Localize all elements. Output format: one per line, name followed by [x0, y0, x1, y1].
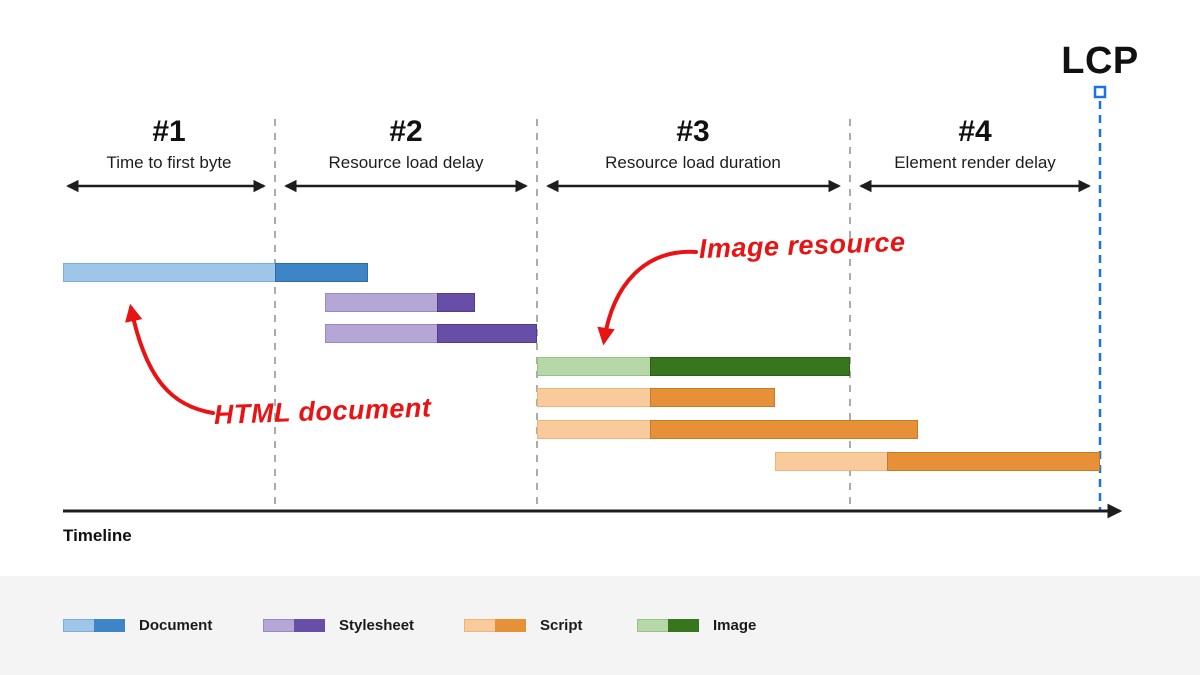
legend-swatch-stylesheet-dark — [294, 619, 325, 632]
bar-script-row6-dark-segment — [650, 420, 918, 439]
legend-item-stylesheet: Stylesheet — [263, 617, 414, 634]
phase-4-number: #4 — [958, 115, 992, 148]
legend-label-image: Image — [713, 617, 757, 634]
legend-swatch-script-dark — [495, 619, 526, 632]
timeline-label: Timeline — [63, 526, 132, 545]
legend-label-stylesheet: Stylesheet — [339, 617, 415, 634]
phase-1-number: #1 — [152, 115, 186, 148]
legend-swatch-document — [63, 619, 125, 632]
bar-image-row4-dark-segment — [650, 357, 850, 376]
legend-swatch-image-dark — [668, 619, 699, 632]
bar-script-row5-dark-segment — [650, 388, 775, 407]
phase-1-label: Time to first byte — [106, 153, 232, 172]
annotation-arrow-html-document — [125, 303, 215, 415]
bar-script-row5 — [537, 388, 775, 407]
phase-2-label: Resource load delay — [328, 153, 484, 172]
legend-item-document: Document — [63, 617, 212, 634]
legend-swatch-script — [464, 619, 526, 632]
annotation-arrow-image-resource — [597, 249, 698, 346]
phase-4-label: Element render delay — [894, 153, 1056, 172]
bar-stylesheet-row2-dark-segment — [437, 293, 475, 312]
bar-stylesheet-row2 — [325, 293, 475, 312]
phase-2-number: #2 — [389, 115, 423, 148]
legend-swatch-stylesheet — [263, 619, 325, 632]
legend-strip — [0, 576, 1200, 675]
bar-image-row4 — [537, 357, 850, 376]
bar-document-row1 — [63, 263, 368, 282]
legend-swatch-image — [637, 619, 699, 632]
lcp-label: LCP — [1061, 40, 1139, 82]
phase-1-header: #1 Time to first byte — [44, 116, 294, 173]
legend-label-script: Script — [540, 617, 583, 634]
legend-item-image: Image — [637, 617, 756, 634]
bar-stylesheet-row3-dark-segment — [437, 324, 537, 343]
lcp-marker-square — [1093, 85, 1107, 99]
bar-script-row7-dark-segment — [887, 452, 1100, 471]
phase-3-number: #3 — [676, 115, 710, 148]
bar-script-row6 — [537, 420, 918, 439]
phase-4-header: #4 Element render delay — [850, 116, 1100, 173]
legend-swatch-document-dark — [94, 619, 125, 632]
bar-script-row7 — [775, 452, 1100, 471]
legend-label-document: Document — [139, 617, 213, 634]
phase-3-label: Resource load duration — [605, 153, 781, 172]
bar-stylesheet-row3 — [325, 324, 537, 343]
phase-3-header: #3 Resource load duration — [568, 116, 818, 173]
phase-2-header: #2 Resource load delay — [281, 116, 531, 173]
bar-document-row1-dark-segment — [275, 263, 368, 282]
legend-item-script: Script — [464, 617, 583, 634]
